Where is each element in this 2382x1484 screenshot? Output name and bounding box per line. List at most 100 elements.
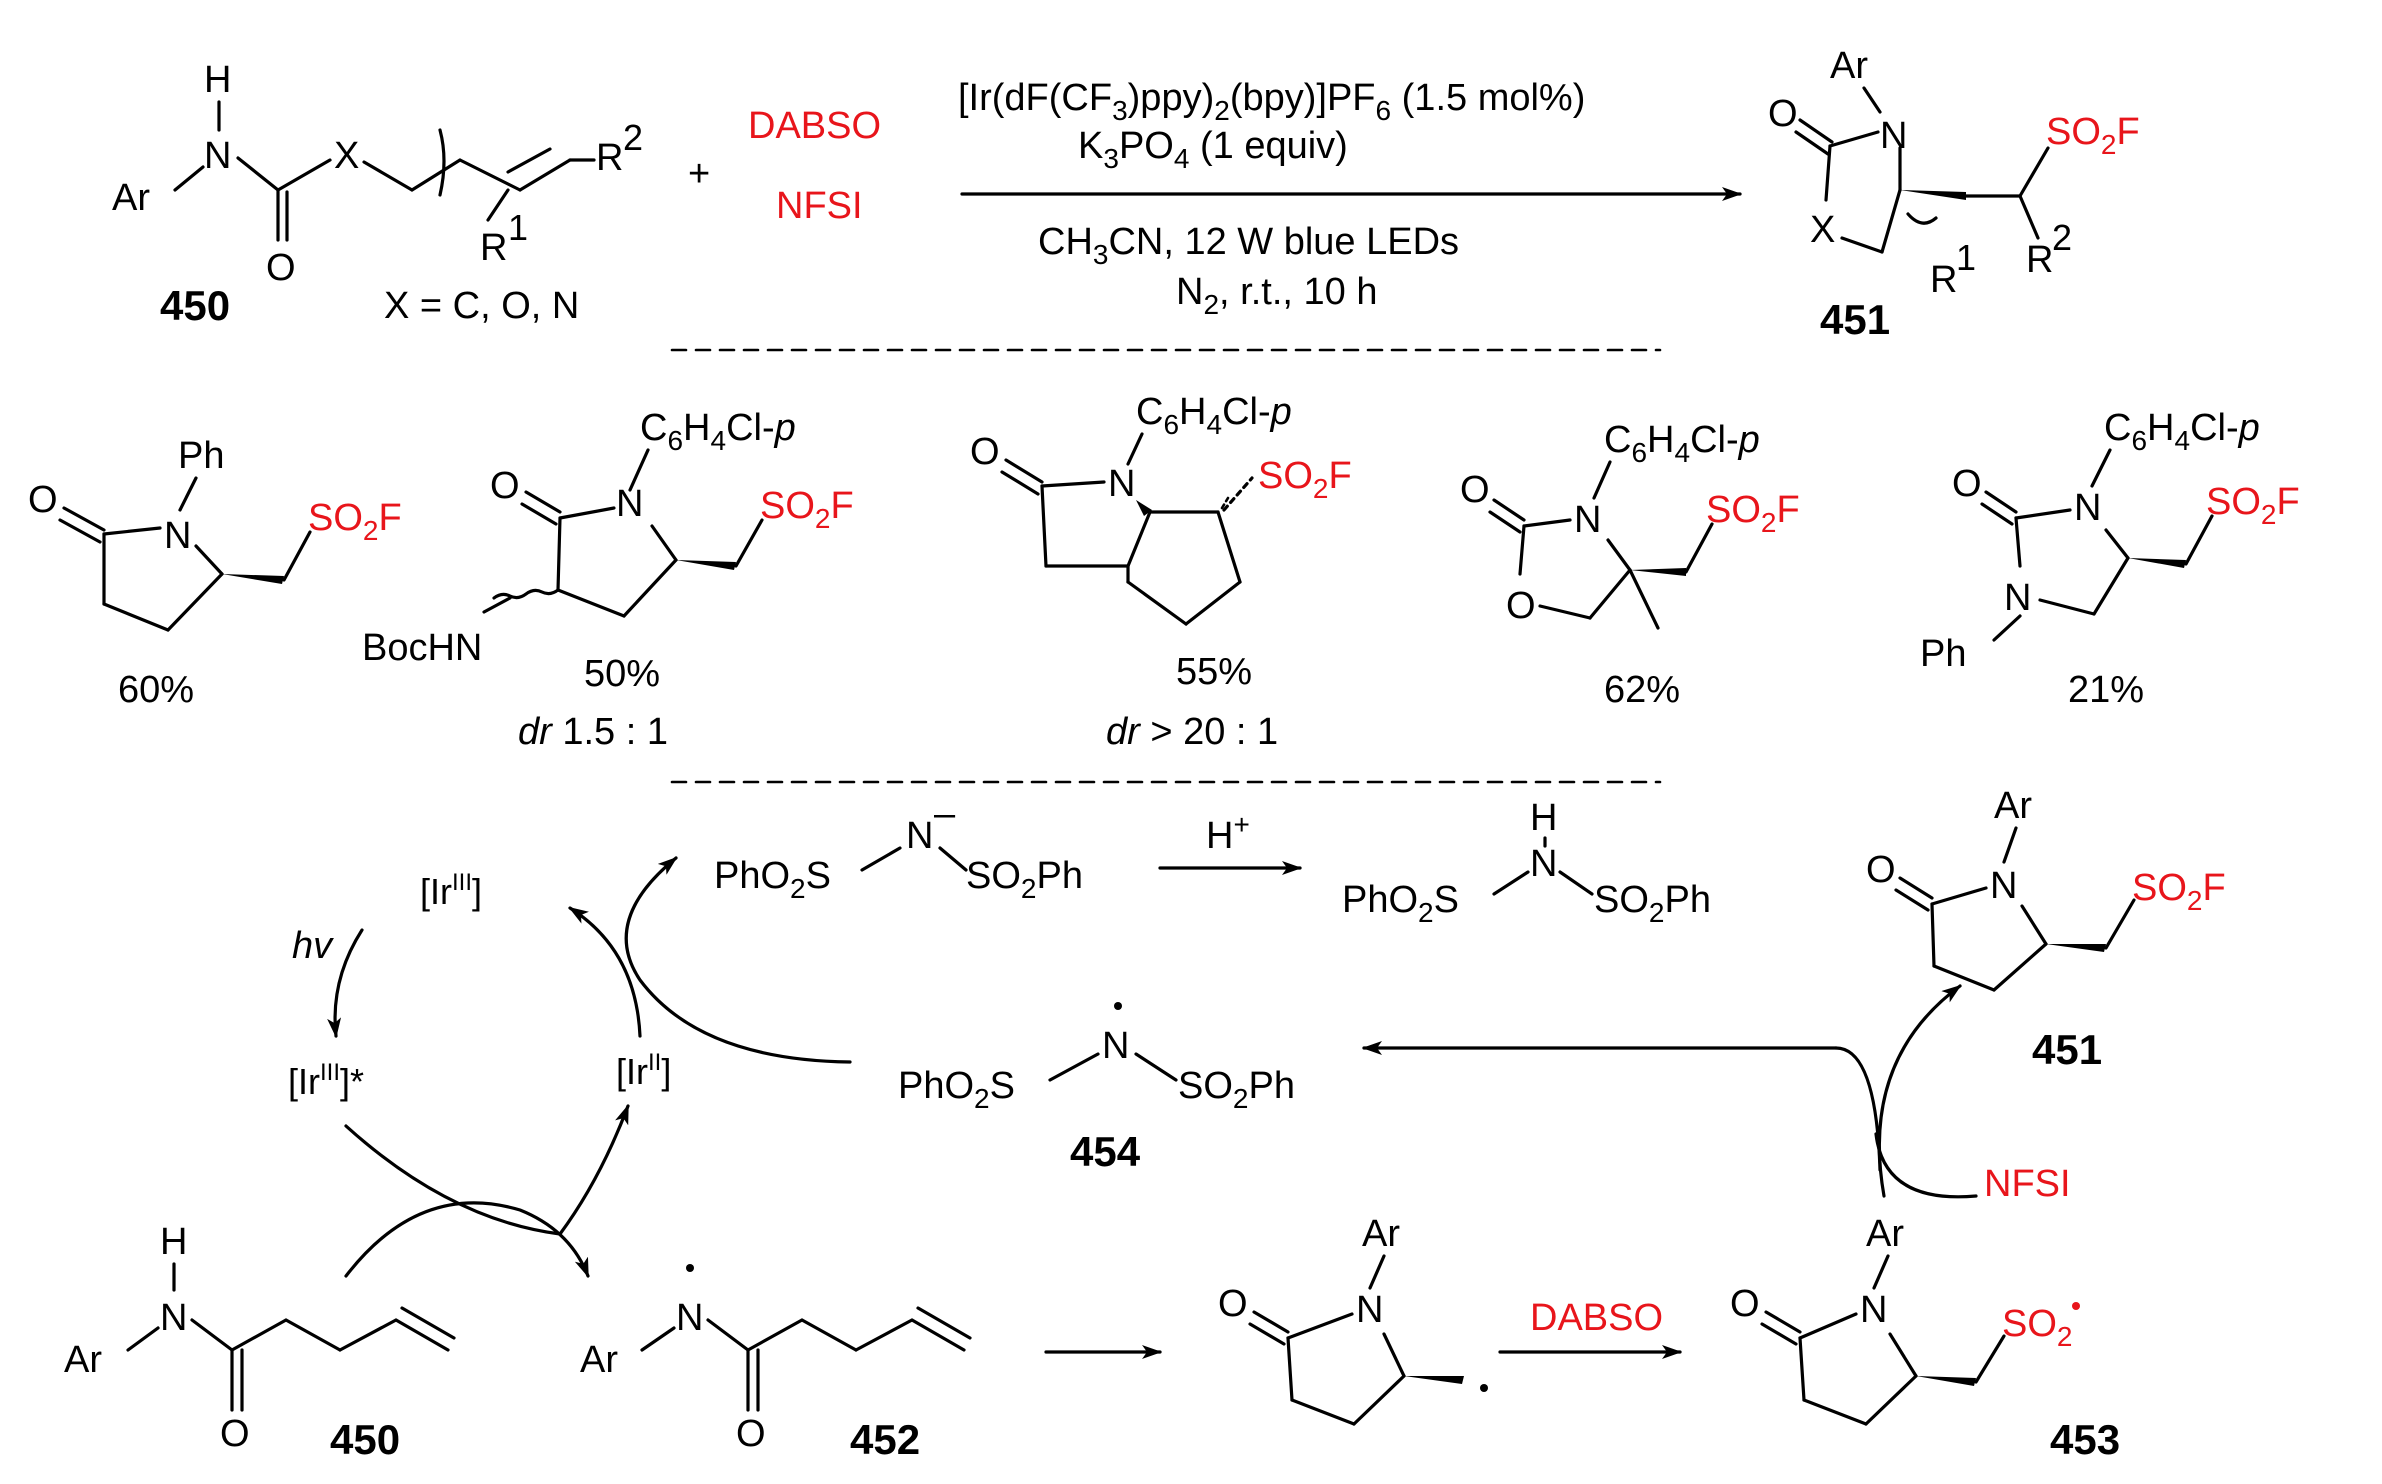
svg-text:SO2Ph: SO2Ph bbox=[1178, 1065, 1295, 1114]
svg-text:SO2Ph: SO2Ph bbox=[966, 855, 1083, 904]
svg-text:O: O bbox=[220, 1413, 250, 1455]
ir-iii: [IrIII] bbox=[420, 869, 482, 912]
example-2: C6H4Cl-p N O BocHN SO2F 50% dr 1.5 : 1 bbox=[362, 407, 854, 753]
svg-text:O: O bbox=[736, 1413, 766, 1455]
svg-text:SO2F: SO2F bbox=[1258, 455, 1352, 504]
aryl-label: C6H4Cl-p bbox=[640, 407, 796, 456]
svg-text:H: H bbox=[160, 1221, 187, 1263]
atom-r1: R bbox=[480, 227, 507, 269]
svg-text:X: X bbox=[1810, 209, 1835, 251]
svg-text:O: O bbox=[1506, 585, 1536, 627]
svg-text:1: 1 bbox=[508, 207, 528, 248]
so2f-label: SO2F bbox=[2046, 111, 2140, 160]
svg-text:N: N bbox=[1574, 499, 1601, 541]
yield-4: 62% bbox=[1604, 669, 1680, 711]
svg-text:SO2F: SO2F bbox=[2206, 481, 2300, 530]
atom-h: H bbox=[204, 59, 231, 101]
atom-n: N bbox=[204, 135, 231, 177]
compound-label-451-mech: 451 bbox=[2032, 1026, 2102, 1073]
yield-1: 60% bbox=[118, 669, 194, 711]
example-4: C6H4Cl-p N O O SO2F 62% bbox=[1460, 419, 1800, 711]
catalyst-text: [Ir(dF(CF3)ppy)2(bpy)]PF6 (1.5 mol%) bbox=[958, 77, 1585, 126]
solvent-text: CH3CN, 12 W blue LEDs bbox=[1038, 221, 1459, 270]
svg-text:C6H4Cl-p: C6H4Cl-p bbox=[2104, 407, 2260, 456]
svg-text:H: H bbox=[1530, 797, 1557, 839]
reagent-dabso: DABSO bbox=[748, 105, 881, 147]
substrate-450-general: H N Ar O X R 1 R 2 450 X = C, O, N bbox=[112, 59, 643, 329]
example-3: C6H4Cl-p N O SO2F 55% dr > 20 : 1 bbox=[970, 391, 1352, 753]
svg-text:O: O bbox=[1952, 463, 1982, 505]
yield-5: 21% bbox=[2068, 669, 2144, 711]
svg-text:O: O bbox=[28, 479, 58, 521]
svg-text:O: O bbox=[1730, 1283, 1760, 1325]
reagent-nfsi: NFSI bbox=[776, 185, 863, 227]
svg-text:N: N bbox=[164, 515, 191, 557]
example-1: Ph N O SO2F 60% bbox=[28, 435, 402, 711]
svg-text:O: O bbox=[970, 431, 1000, 473]
svg-text:PhO2S: PhO2S bbox=[714, 855, 831, 904]
svg-text:SO2F: SO2F bbox=[760, 485, 854, 534]
svg-text:SO2Ph: SO2Ph bbox=[1594, 879, 1711, 928]
compound-label-454: 454 bbox=[1070, 1128, 1141, 1175]
svg-text:Ph: Ph bbox=[178, 435, 224, 477]
svg-text:N: N bbox=[1990, 865, 2017, 907]
svg-text:C6H4Cl-p: C6H4Cl-p bbox=[1136, 391, 1292, 440]
example-5: C6H4Cl-p N O N SO2F Ph 21% bbox=[1920, 407, 2300, 711]
svg-text:O: O bbox=[1866, 849, 1896, 891]
svg-text:PhO2S: PhO2S bbox=[1342, 879, 1459, 928]
svg-text:Ar: Ar bbox=[64, 1339, 102, 1381]
svg-text:Ar: Ar bbox=[1866, 1213, 1904, 1255]
svg-text:2: 2 bbox=[623, 117, 643, 158]
svg-text:O: O bbox=[1460, 469, 1490, 511]
svg-text:N: N bbox=[1530, 843, 1557, 885]
reagent-dabso-mech: DABSO bbox=[1530, 1297, 1663, 1339]
dr-3: dr > 20 : 1 bbox=[1106, 711, 1278, 753]
svg-text:N: N bbox=[2004, 577, 2031, 619]
compound-label-453: 453 bbox=[2050, 1416, 2120, 1463]
svg-text:Ar: Ar bbox=[1994, 785, 2032, 827]
svg-text:SO2F: SO2F bbox=[308, 497, 402, 546]
svg-text:O: O bbox=[1768, 93, 1798, 135]
atom-r2: R bbox=[596, 137, 623, 179]
svg-text:–: – bbox=[934, 793, 956, 835]
svg-text:N: N bbox=[1102, 1025, 1129, 1067]
conditions: [Ir(dF(CF3)ppy)2(bpy)]PF6 (1.5 mol%) K3P… bbox=[958, 77, 1742, 320]
svg-text:Ar: Ar bbox=[1830, 45, 1868, 87]
svg-text:2: 2 bbox=[2052, 217, 2072, 258]
svg-text:O: O bbox=[490, 465, 520, 507]
svg-text:R: R bbox=[2026, 239, 2053, 281]
svg-text:Ar: Ar bbox=[1362, 1213, 1400, 1255]
svg-text:N: N bbox=[1880, 115, 1907, 157]
atom-x: X bbox=[334, 135, 359, 177]
svg-text:N: N bbox=[2074, 487, 2101, 529]
svg-text:N: N bbox=[1356, 1289, 1383, 1331]
dr-2: dr 1.5 : 1 bbox=[518, 711, 668, 753]
svg-text:hv: hv bbox=[292, 925, 334, 967]
svg-text:SO2F: SO2F bbox=[1706, 489, 1800, 538]
base-text: K3PO4 (1 equiv) bbox=[1078, 125, 1348, 174]
svg-text:N: N bbox=[160, 1297, 187, 1339]
svg-text:N: N bbox=[1860, 1289, 1887, 1331]
product-451-general: Ar N O X SO2F R 1 R 2 451 bbox=[1768, 45, 2140, 343]
x-definition: X = C, O, N bbox=[384, 285, 579, 327]
svg-text:Ar: Ar bbox=[580, 1339, 618, 1381]
compound-label-450-mech: 450 bbox=[330, 1416, 400, 1463]
atom-ar: Ar bbox=[112, 177, 150, 219]
yield-2: 50% bbox=[584, 653, 660, 695]
compound-label-450: 450 bbox=[160, 282, 230, 329]
svg-text:N: N bbox=[676, 1297, 703, 1339]
svg-text:H+: H+ bbox=[1206, 809, 1250, 857]
ir-ii: [IrII] bbox=[616, 1049, 671, 1092]
svg-text:N: N bbox=[906, 815, 933, 857]
svg-text:SO2F: SO2F bbox=[2132, 867, 2226, 916]
wavy-bond bbox=[492, 588, 560, 600]
svg-text:PhO2S: PhO2S bbox=[898, 1065, 1015, 1114]
svg-text:1: 1 bbox=[1956, 237, 1976, 278]
boc-label: BocHN bbox=[362, 627, 482, 669]
svg-text:N: N bbox=[1108, 463, 1135, 505]
compound-label-451: 451 bbox=[1820, 296, 1890, 343]
compound-label-452: 452 bbox=[850, 1416, 920, 1463]
yield-3: 55% bbox=[1176, 651, 1252, 693]
svg-text:C6H4Cl-p: C6H4Cl-p bbox=[1604, 419, 1760, 468]
